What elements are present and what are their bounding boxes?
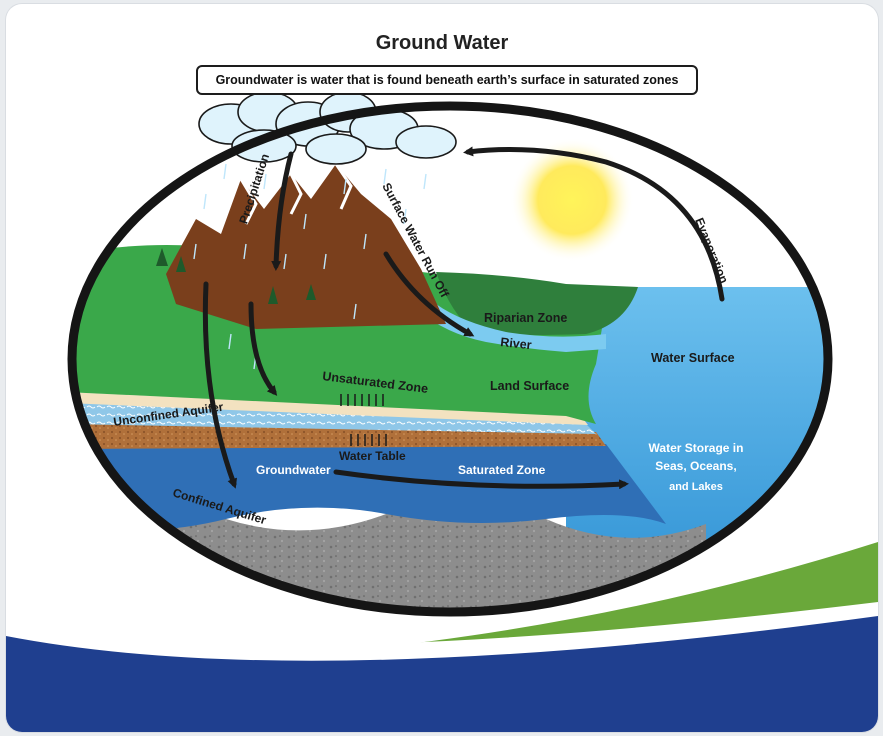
definition-box: Groundwater is water that is found benea… [196,65,698,95]
label-evaporation: Evaporation [692,216,731,286]
label-storage-line2: Seas, Oceans, [655,459,736,473]
diagram-card: Precipitation Surface Water Run Off Evap… [6,4,878,732]
groundwater-flow-arrow [333,469,629,490]
flow-arrows [202,146,725,490]
label-groundwater: Groundwater [256,463,331,477]
landscape [72,163,828,612]
white-wave-highlight [6,602,878,661]
unsaturated-strip [72,392,588,425]
groundwater-diagram: Precipitation Surface Water Run Off Evap… [6,91,878,732]
page-title: Ground Water [375,32,509,54]
soil-layer [72,422,606,449]
label-water-table: Water Table [339,449,406,463]
infiltration-arrow-1 [202,281,237,489]
blue-wave [6,614,878,732]
label-storage-line3: and Lakes [669,481,723,493]
label-land-surface: Land Surface [490,379,569,393]
precipitation-arrow [271,151,294,271]
trees [156,248,316,304]
infiltration-arrow-2 [248,301,278,396]
cycle-oval [67,101,833,617]
label-water-surface: Water Surface [651,351,735,365]
runoff-arrow [383,251,475,337]
label-saturated-zone: Saturated Zone [458,463,546,477]
water-table-marks [350,434,387,446]
unconfined-aquifer-layer [72,402,596,434]
mountain-highlights [239,163,353,225]
label-storage-line1: Water Storage in [649,441,744,455]
label-river: River [500,335,533,352]
unsaturated-marks [340,394,384,406]
sun [510,138,634,262]
evaporation-arrow [463,146,725,302]
label-riparian-zone: Riparian Zone [484,311,567,325]
saturated-zone [72,444,666,531]
mountains [166,164,446,329]
riparian-area [436,272,638,335]
